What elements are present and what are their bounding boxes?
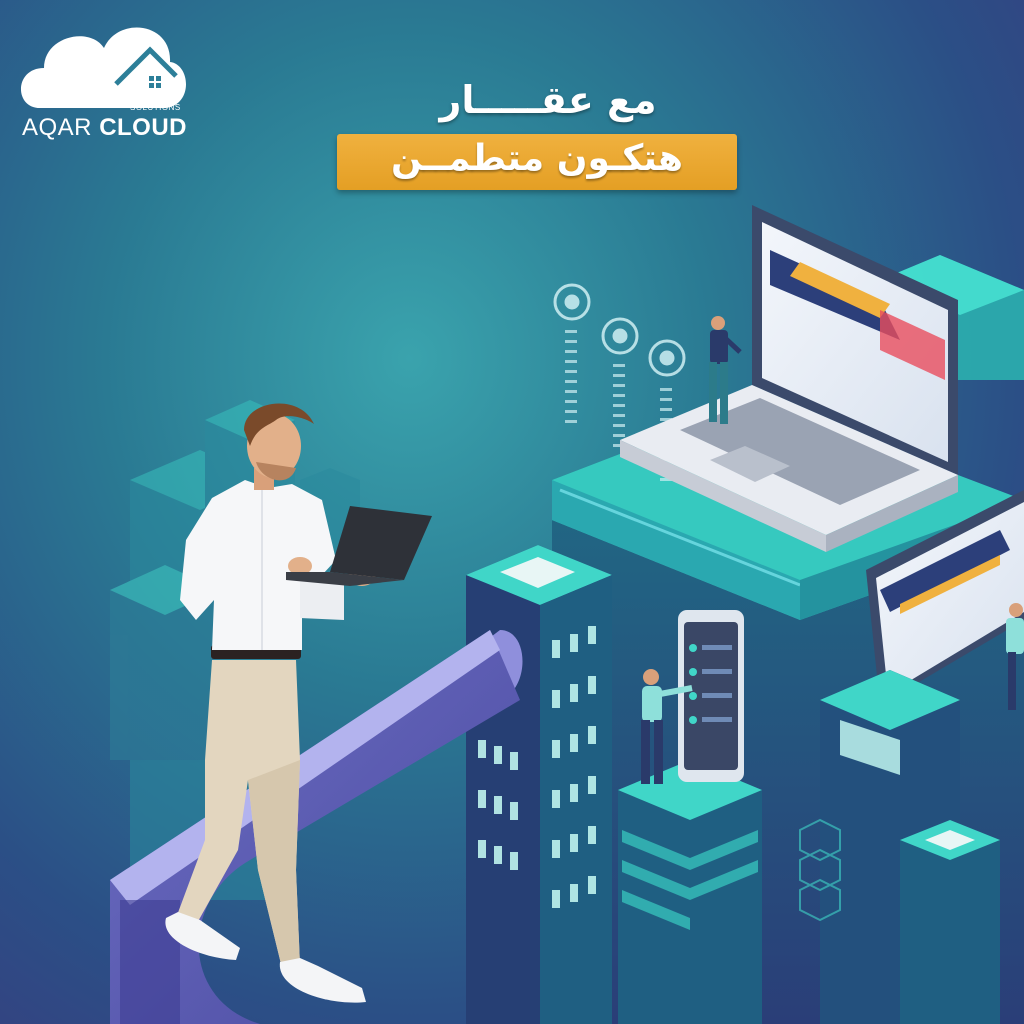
- right-towers: [799, 670, 1000, 1024]
- headline-line2: هتكـون متطمــن: [391, 138, 683, 179]
- brand-name-bold: CLOUD: [99, 114, 188, 141]
- middle-tower: [466, 545, 612, 1024]
- person-presenting: [709, 316, 742, 424]
- cloud-house-icon: [20, 27, 187, 108]
- phone-tower: [618, 610, 762, 1024]
- gauge-icons: [553, 283, 686, 377]
- headline-line1: مع عقـــــار: [439, 78, 657, 122]
- headline-banner: [337, 134, 737, 190]
- person-right: [1006, 603, 1024, 710]
- large-laptop: [620, 205, 958, 552]
- brand-tagline: SOLUTIONS: [130, 103, 181, 112]
- brand-name-light: AQAR: [22, 114, 93, 141]
- man-with-laptop: [165, 403, 432, 1003]
- tablet-screen: [866, 490, 1024, 705]
- brand-name: AQAR CLOUD: [22, 114, 187, 142]
